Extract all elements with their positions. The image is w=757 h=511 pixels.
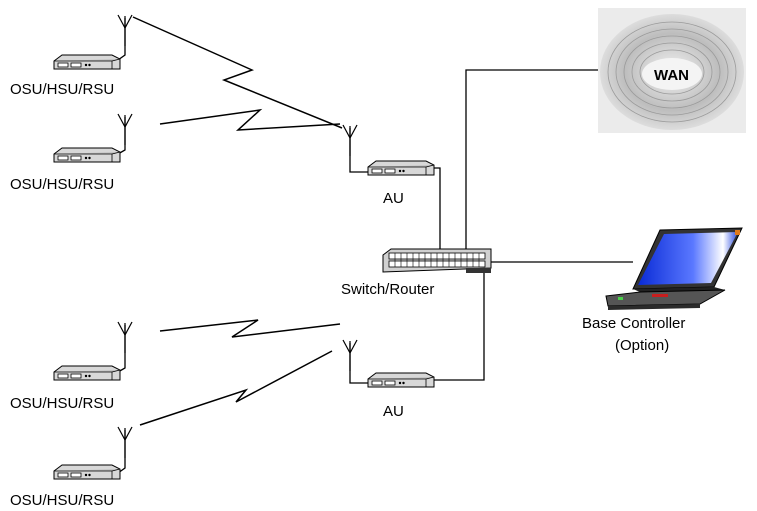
antenna-icon <box>117 321 133 354</box>
subscriber-unit-4: OSU/HSU/RSU <box>10 426 133 509</box>
au1-label: AU <box>383 190 404 207</box>
modem-icon <box>367 160 435 176</box>
subscriber-unit-3: OSU/HSU/RSU <box>10 321 133 412</box>
controller-label-line1: Base Controller <box>582 315 685 332</box>
subscriber-unit-1: OSU/HSU/RSU <box>10 14 133 98</box>
su3-label: OSU/HSU/RSU <box>10 395 114 412</box>
wired-links <box>117 18 633 474</box>
access-unit-2: AU <box>342 339 435 420</box>
wireless-link-icon <box>132 16 343 426</box>
modem-icon <box>53 54 121 70</box>
laptop-icon <box>605 227 743 310</box>
switch-label: Switch/Router <box>341 281 434 298</box>
switch-router: Switch/Router <box>341 248 492 298</box>
antenna-icon <box>117 113 133 146</box>
antenna-icon <box>342 339 358 372</box>
su1-label: OSU/HSU/RSU <box>10 81 114 98</box>
su2-label: OSU/HSU/RSU <box>10 176 114 193</box>
controller-label-line2: (Option) <box>615 337 669 354</box>
su4-label: OSU/HSU/RSU <box>10 492 114 509</box>
antenna-icon <box>342 124 358 157</box>
access-unit-1: AU <box>342 124 435 207</box>
switch-icon <box>382 248 492 273</box>
au2-label: AU <box>383 403 404 420</box>
base-controller: Base Controller (Option) <box>582 227 743 354</box>
modem-icon <box>53 365 121 381</box>
antenna-icon <box>117 426 133 459</box>
modem-icon <box>53 464 121 480</box>
modem-icon <box>367 372 435 388</box>
antenna-icon <box>117 14 133 47</box>
wan-label: WAN <box>654 67 689 84</box>
cloud-icon <box>600 14 744 130</box>
wan-cloud: WAN <box>598 8 746 133</box>
subscriber-unit-2: OSU/HSU/RSU <box>10 113 133 193</box>
modem-icon <box>53 147 121 163</box>
